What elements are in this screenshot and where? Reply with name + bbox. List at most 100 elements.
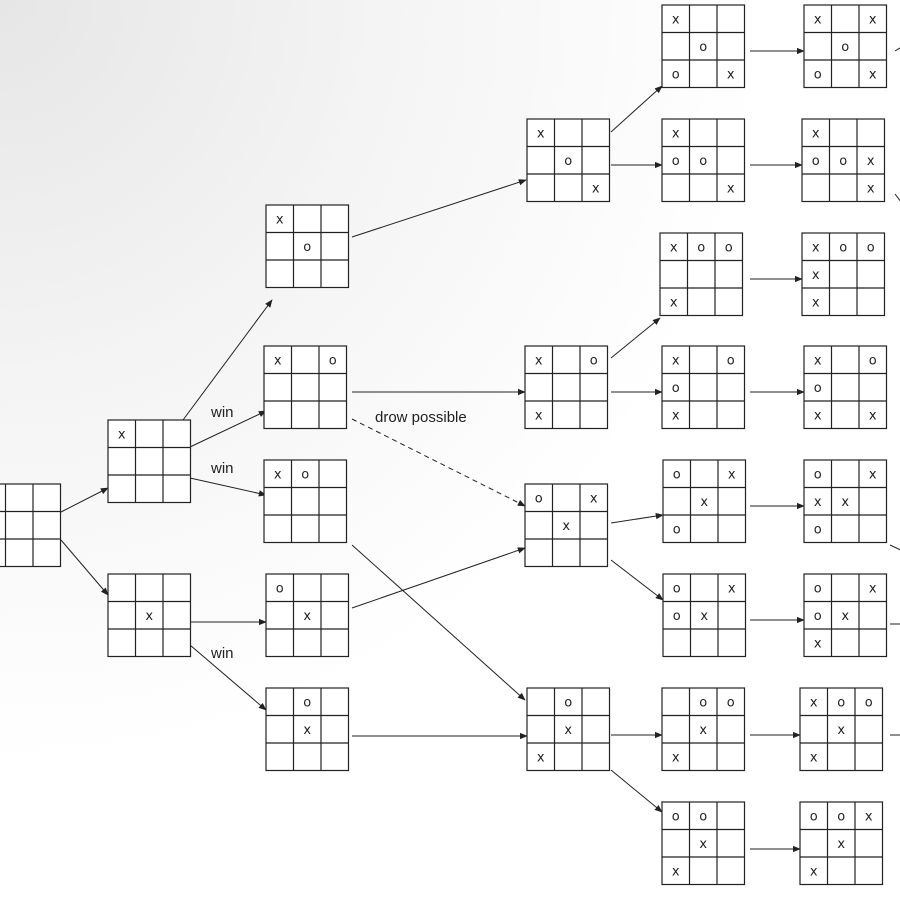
x-mark: x (672, 126, 680, 141)
arrow (610, 85, 663, 133)
x-mark: x (535, 408, 543, 423)
x-mark: x (592, 181, 600, 196)
board-b1: xo (265, 204, 350, 289)
arrow (182, 299, 273, 421)
board-frame (803, 459, 888, 544)
x-mark: x (869, 67, 877, 82)
x-mark: x (699, 837, 707, 852)
board-frame (265, 573, 350, 658)
o-mark: o (837, 695, 845, 710)
o-mark: o (673, 522, 681, 537)
o-mark: o (672, 154, 680, 169)
x-mark: x (303, 609, 311, 624)
o-mark: o (699, 809, 707, 824)
x-mark: x (812, 240, 820, 255)
x-mark: x (865, 809, 873, 824)
x-mark: x (672, 353, 680, 368)
board-frame (803, 4, 888, 89)
board-frame (526, 118, 611, 203)
x-mark: x (672, 12, 680, 27)
o-mark: o (672, 67, 680, 82)
x-mark: x (810, 750, 818, 765)
arrow (189, 477, 267, 497)
x-mark: x (869, 467, 877, 482)
board-frame (799, 687, 884, 772)
x-mark: x (670, 240, 678, 255)
o-mark: o (814, 522, 822, 537)
arrow (894, 193, 900, 202)
board-frame (263, 345, 348, 430)
x-mark: x (728, 467, 736, 482)
board-c1: xox (526, 118, 611, 203)
arrow (889, 544, 900, 551)
o-mark: o (839, 154, 847, 169)
x-mark: x (276, 212, 284, 227)
win-label-1: win (210, 404, 234, 421)
o-mark: o (276, 581, 284, 596)
x-mark: x (537, 126, 545, 141)
x-mark: x (869, 581, 877, 596)
o-mark: o (814, 381, 822, 396)
x-mark: x (727, 181, 735, 196)
o-mark: o (810, 809, 818, 824)
arrow (610, 559, 664, 601)
o-mark: o (673, 609, 681, 624)
board-frame (662, 573, 747, 658)
x-mark: x (537, 750, 545, 765)
board-r0 (0, 483, 62, 568)
board-frame (661, 801, 746, 886)
x-mark: x (867, 181, 875, 196)
x-mark: x (564, 723, 572, 738)
x-mark: x (670, 295, 678, 310)
o-mark: o (812, 154, 820, 169)
board-b5: ox (265, 687, 350, 772)
board-a2: x (107, 573, 192, 658)
x-mark: x (274, 353, 282, 368)
edges (60, 47, 900, 853)
board-frame (263, 459, 348, 544)
x-mark: x (700, 609, 708, 624)
x-mark: x (699, 723, 707, 738)
o-mark: o (814, 581, 822, 596)
arrow (351, 547, 526, 609)
x-mark: x (728, 581, 736, 596)
o-mark: o (814, 609, 822, 624)
o-mark: o (697, 240, 705, 255)
o-mark: o (672, 381, 680, 396)
o-mark: o (301, 467, 309, 482)
board-frame (107, 419, 192, 504)
x-mark: x (145, 609, 153, 624)
o-mark: o (839, 240, 847, 255)
x-mark: x (812, 268, 820, 283)
o-mark: o (672, 809, 680, 824)
x-mark: x (867, 154, 875, 169)
x-mark: x (727, 67, 735, 82)
x-mark: x (814, 636, 822, 651)
x-mark: x (814, 495, 822, 510)
board-frame (801, 232, 886, 317)
o-mark: o (564, 695, 572, 710)
arrow (60, 539, 109, 596)
dashed-arrow (351, 418, 526, 507)
x-mark: x (700, 495, 708, 510)
board-frame (661, 687, 746, 772)
board-frame (662, 459, 747, 544)
win-label-2: win (210, 460, 234, 477)
o-mark: o (535, 491, 543, 506)
win-label-3: win (210, 645, 234, 662)
x-mark: x (812, 126, 820, 141)
board-frame (524, 345, 609, 430)
drow-possible-label: drow possible (375, 409, 467, 426)
x-mark: x (841, 609, 849, 624)
o-mark: o (837, 809, 845, 824)
